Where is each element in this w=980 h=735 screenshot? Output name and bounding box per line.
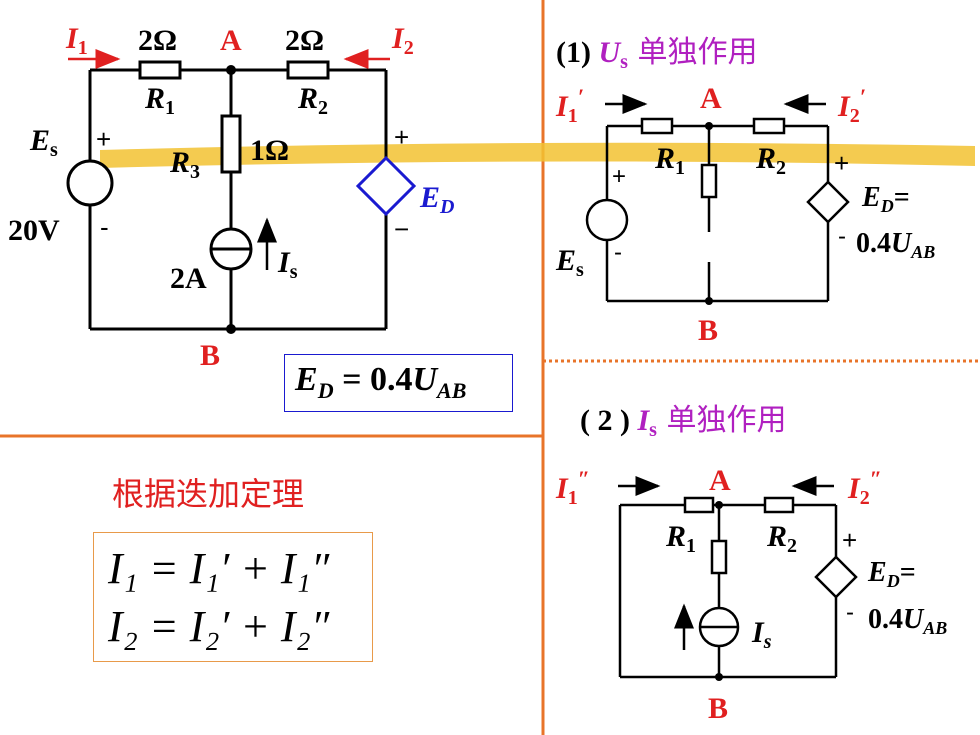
case1-label-ed-plus: + (834, 148, 849, 178)
case2-circuit (618, 503, 838, 679)
case1-label-ed-value: 0.4UAB (856, 228, 935, 262)
label-r3-value: 1Ω (250, 134, 289, 167)
label-es-value: 20V (8, 214, 60, 247)
dependent-source-ed (355, 155, 417, 217)
voltage-source-es (66, 159, 114, 207)
label-node-a: A (220, 24, 242, 57)
superposition-heading: 根据迭加定理 (112, 475, 304, 513)
label-ed: ED (419, 181, 454, 218)
label-is-value: 2A (170, 262, 207, 295)
case1-resistor-r2 (752, 117, 786, 135)
case1-label-es-minus: - (614, 239, 622, 266)
label-ed-minus: − (394, 214, 409, 244)
label-ed-plus: + (394, 122, 409, 152)
label-r1-value: 2Ω (138, 24, 177, 57)
case1-dependent-source (806, 180, 850, 224)
case1-circuit (605, 124, 830, 303)
case2-resistor-r1 (683, 496, 715, 514)
case2-label-node-b: B (708, 692, 728, 725)
case1-node-a-dot (705, 122, 713, 130)
highlighter-stroke (100, 142, 975, 168)
case2-label-r1: R1 (665, 520, 696, 557)
label-i2: I2 (391, 22, 414, 59)
case2-title: ( 2 ) Is 单独作用 (580, 403, 787, 441)
equation-i1: I₁ = I₁′ + I₁″ (108, 544, 330, 593)
case2-node-b-dot (715, 673, 723, 681)
case1-label-i2: I2′ (837, 84, 866, 127)
resistor-r3 (220, 114, 242, 174)
case2-resistor-r3 (710, 539, 728, 575)
resistor-r2 (286, 60, 330, 80)
superposition-formula-box: I₁ = I₁′ + I₁″ I₂ = I₂′ + I₂″ (93, 532, 373, 662)
label-i1: I1 (65, 22, 88, 59)
case1-label-node-a: A (700, 82, 722, 115)
case2-resistor-r2 (763, 496, 795, 514)
case2-dependent-source (814, 555, 858, 599)
case1-label-r2: R2 (755, 142, 786, 179)
case2-label-is: Is (751, 616, 772, 653)
case1-label-i1: I1′ (555, 84, 584, 127)
case1-label-ed: ED= (861, 182, 910, 216)
label-is: Is (277, 246, 298, 283)
case2-label-ed: ED= (867, 557, 916, 591)
case2-label-i1: I1″ (555, 466, 590, 509)
label-node-b: B (200, 339, 220, 372)
case2-node-a-dot (715, 501, 723, 509)
node-a-dot (226, 65, 236, 75)
case2-label-r2: R2 (766, 520, 797, 557)
label-es-plus: + (96, 124, 111, 154)
case1-node-b-dot (705, 297, 713, 305)
equation-i2: I₂ = I₂′ + I₂″ (108, 602, 330, 651)
case2-label-node-a: A (709, 464, 731, 497)
label-r3: R3 (169, 146, 200, 183)
label-r2: R2 (297, 82, 328, 119)
case2-label-ed-plus: + (842, 525, 857, 555)
case1-resistor-r1 (640, 117, 674, 135)
case2-label-ed-minus: - (846, 599, 854, 626)
main-circuit (88, 68, 388, 331)
label-es: Es (29, 124, 58, 161)
case2-label-i2: I2″ (847, 466, 882, 509)
ed-formula: ED = 0.4UAB (295, 361, 467, 403)
node-b-dot (226, 324, 236, 334)
ed-formula-box: ED = 0.4UAB (284, 354, 513, 412)
label-es-minus: - (100, 212, 109, 242)
case1-label-r1: R1 (654, 142, 685, 179)
case1-resistor-r3 (700, 163, 718, 199)
case1-title: (1) Us 单独作用 (556, 35, 758, 73)
label-r2-value: 2Ω (285, 24, 324, 57)
case1-label-node-b: B (698, 314, 718, 347)
label-r1: R1 (144, 82, 175, 119)
case1-label-ed-minus: - (838, 223, 846, 250)
resistor-r1 (138, 60, 182, 80)
case1-voltage-source (585, 198, 629, 242)
case1-label-es-plus: + (612, 163, 626, 190)
case2-label-ed-value: 0.4UAB (868, 604, 947, 638)
case1-label-es: Es (555, 244, 584, 281)
